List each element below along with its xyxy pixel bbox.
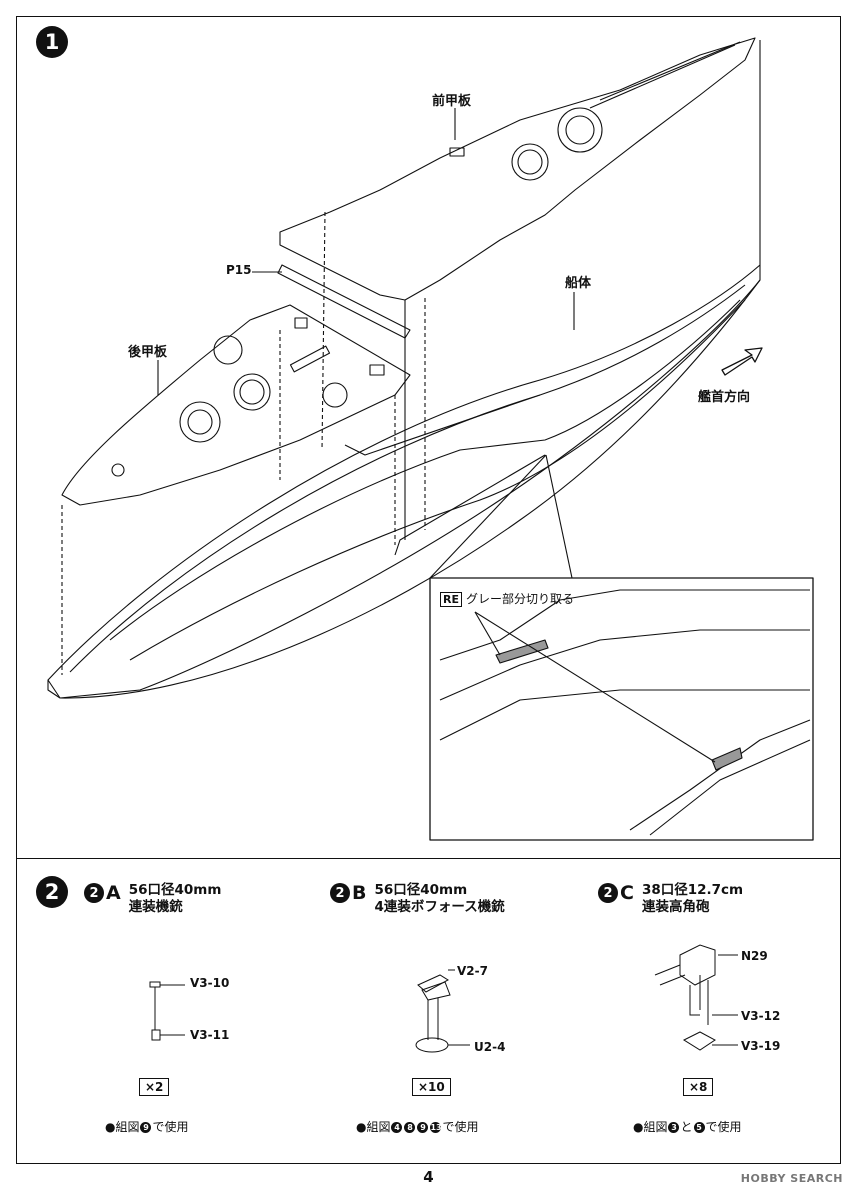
substep-2b-letter: B [352,882,367,904]
section-divider [16,858,841,859]
substep-2a-title-1: 56口径40mm [128,882,222,898]
usage-2b-prefix: ●組図 [356,1120,391,1134]
rear-deck-outline [61,304,411,506]
bow-direction-label: 艦首方向 [698,390,751,405]
page-number: 4 [423,1168,434,1186]
inset-instruction: グレー部分切り取る [465,592,574,606]
step-1-badge: 1 [36,26,68,58]
usage-2b-step-3: 9 [417,1122,429,1133]
rear-deck-label: 後甲板 [128,345,168,360]
substep-2c-title-1: 38口径12.7cm [641,882,744,898]
re-tag: RE [440,592,462,607]
part-v3-10-label: V3-10 [190,976,230,990]
part-2b-drawing [415,969,470,1053]
part-v3-12-label: V3-12 [741,1009,781,1023]
substep-2c-badge: 2 [598,883,618,903]
step-2-badge: 2 [36,876,68,908]
substep-2b-title-1: 56口径40mm [374,882,468,898]
step-1-number: 1 [44,30,60,54]
part-2a-drawing [149,981,185,1041]
p15-strip [277,264,411,339]
p15-label: P15 [226,263,252,277]
qty-2a: ×2 [139,1078,170,1096]
substep-2b-title-2: 4連装ボフォース機銃 [374,899,505,915]
usage-2c-step-2: 5 [693,1122,705,1133]
substep-2a-letter: A [106,882,121,904]
usage-2a-suffix: で使用 [152,1120,189,1134]
hull-inner-rim [69,284,746,673]
watermark: HOBBY SEARCH [740,1172,843,1185]
step-2-number: 2 [44,880,60,904]
part-v3-19-label: V3-19 [741,1039,781,1053]
qty-2b: ×10 [412,1078,451,1096]
usage-2c-step-1: 3 [668,1122,680,1133]
substep-2a-title-2: 連装機銃 [128,899,183,915]
substep-2a-badge: 2 [84,883,104,903]
part-v2-7-label: V2-7 [457,964,488,978]
usage-2b-step-1: 4 [391,1122,403,1133]
front-deck-outline [279,37,756,301]
usage-2a-prefix: ●組図 [105,1120,140,1134]
part-n29-label: N29 [741,949,768,963]
usage-2b-step-2: 8 [404,1122,416,1133]
page-frame [16,16,841,1164]
part-v3-11-label: V3-11 [190,1028,230,1042]
usage-2c-suffix: で使用 [705,1120,742,1134]
hull-label: 船体 [565,276,592,291]
qty-2c: ×8 [683,1078,714,1096]
usage-2b-suffix: で使用 [442,1120,479,1134]
substep-2c-title-2: 連装高角砲 [641,899,710,915]
usage-2c-mid: と [680,1120,693,1134]
part-2c-drawing [654,944,738,1051]
hull-outline [47,264,761,699]
usage-2b-step-4: 13 [430,1122,442,1133]
usage-2c-prefix: ●組図 [633,1120,668,1134]
inset-box [429,577,814,841]
part-u2-4-label: U2-4 [474,1040,506,1054]
usage-2a-step: 9 [140,1122,152,1133]
substep-2c-letter: C [620,882,634,904]
front-deck-label: 前甲板 [432,94,472,109]
substep-2b-badge: 2 [330,883,350,903]
